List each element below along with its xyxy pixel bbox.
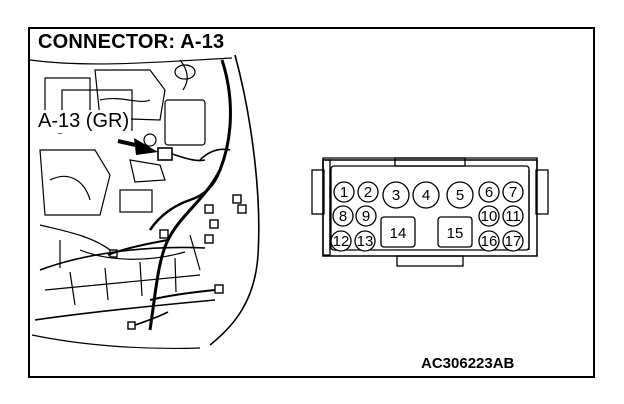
pin-1 [333, 181, 355, 203]
figure-reference-code: AC306223AB [421, 355, 515, 372]
pin-16 [478, 230, 500, 252]
diagram-title: CONNECTOR: A-13 [36, 31, 227, 54]
pin-4 [412, 181, 440, 209]
pin-3 [382, 181, 410, 209]
pin-label-12: 12 [333, 233, 350, 250]
wiring-harness [107, 59, 247, 331]
pin-15 [437, 216, 473, 248]
pin-label-17: 17 [505, 233, 522, 250]
pin-label-11: 11 [505, 208, 521, 225]
connector-face [311, 157, 549, 267]
connector-callout-label: A-13 (GR) [36, 110, 132, 133]
pin-13 [354, 230, 376, 252]
pin-12 [330, 230, 352, 252]
pin-label-2: 2 [364, 184, 372, 201]
pin-label-4: 4 [422, 187, 430, 204]
pin-7 [502, 181, 524, 203]
pin-label-16: 16 [481, 233, 498, 250]
pin-label-9: 9 [362, 208, 370, 225]
pin-17 [502, 230, 524, 252]
pin-8 [332, 205, 354, 227]
pin-9 [355, 205, 377, 227]
pin-2 [357, 181, 379, 203]
pin-6 [478, 181, 500, 203]
pin-label-10: 10 [481, 208, 498, 225]
pin-label-15: 15 [447, 225, 464, 242]
pin-label-6: 6 [485, 184, 493, 201]
pin-label-5: 5 [456, 187, 464, 204]
pin-label-7: 7 [509, 184, 517, 201]
pin-10 [478, 205, 500, 227]
connector-pin-labels: 1 2 3 4 5 6 7 8 9 10 11 12 13 14 15 16 1… [333, 184, 522, 250]
connector-pins [330, 181, 524, 252]
pin-label-8: 8 [339, 208, 347, 225]
callout-arrow [117, 138, 158, 155]
pin-5 [446, 181, 474, 209]
pin-label-3: 3 [392, 187, 400, 204]
engine-bay-illustration [29, 54, 260, 350]
pin-11 [502, 205, 524, 227]
pin-label-1: 1 [340, 184, 348, 201]
pin-14 [380, 216, 416, 248]
pin-label-14: 14 [390, 225, 407, 242]
pin-label-13: 13 [357, 233, 374, 250]
